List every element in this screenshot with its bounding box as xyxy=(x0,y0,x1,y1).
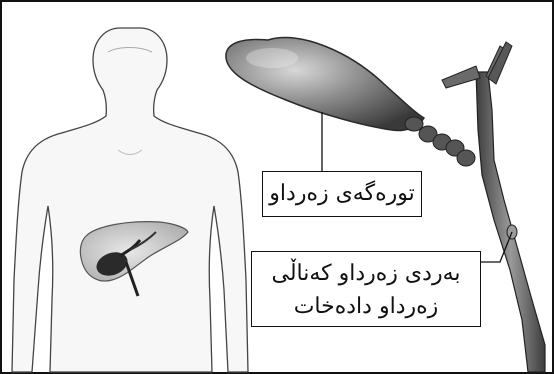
gallstones-label-line-2: زەرداو دادەخات xyxy=(252,290,480,323)
gallstones-label: بەردی زەرداو کەناڵی زەرداو دادەخات xyxy=(251,251,481,327)
gallbladder-label: تورەگەی زەرداو xyxy=(262,171,422,217)
human-body-outline xyxy=(12,28,248,372)
gallstones-label-line-1: بەردی زەرداو کەناڵی xyxy=(252,257,480,290)
cystic-duct xyxy=(405,117,475,166)
large-gallbladder xyxy=(226,38,424,131)
